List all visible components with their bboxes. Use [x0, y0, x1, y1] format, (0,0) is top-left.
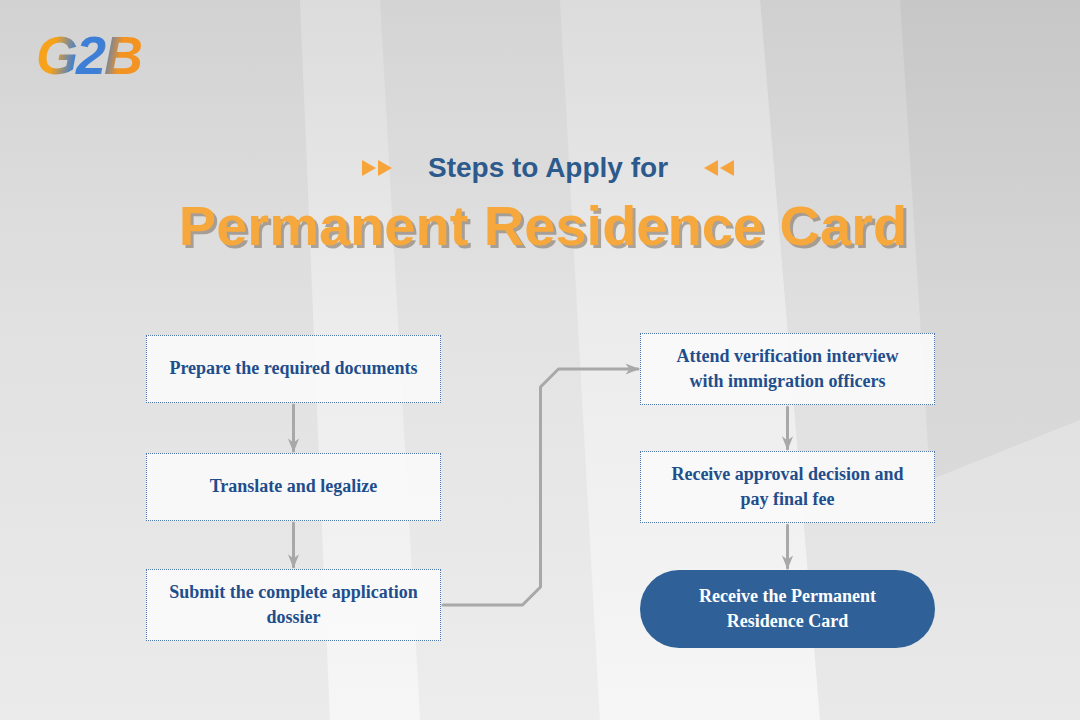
final-step-pill: Receive the Permanent Residence Card	[640, 570, 935, 648]
step-text: Prepare the required documents	[169, 356, 417, 381]
main-title: Permanent Residence Card	[179, 194, 907, 258]
title-arrow	[704, 160, 718, 176]
step-text: Attend verification interview with immig…	[663, 344, 912, 394]
step-text: Receive the Permanent Residence Card	[662, 584, 913, 634]
step-text: Submit the complete application dossier	[169, 580, 418, 630]
brand-logo: G2B	[30, 26, 147, 85]
process-box: Prepare the required documents	[146, 335, 441, 403]
title-arrow	[362, 160, 376, 176]
subtitle: Steps to Apply for	[428, 151, 668, 185]
process-box: Translate and legalize	[146, 453, 441, 521]
flow-arrow	[786, 525, 789, 568]
title-arrow	[378, 160, 392, 176]
process-box: Submit the complete application dossier	[146, 569, 441, 641]
process-box: Attend verification interview with immig…	[640, 333, 935, 405]
flow-arrow	[786, 407, 789, 449]
step-text: Translate and legalize	[210, 474, 378, 499]
title-arrow	[720, 160, 734, 176]
step-text: Receive approval decision and pay final …	[663, 462, 912, 512]
flow-arrow	[292, 523, 295, 567]
flow-arrow	[292, 405, 295, 451]
building-shade	[900, 0, 1080, 480]
flow-arrow	[443, 369, 638, 605]
process-box: Receive approval decision and pay final …	[640, 451, 935, 523]
